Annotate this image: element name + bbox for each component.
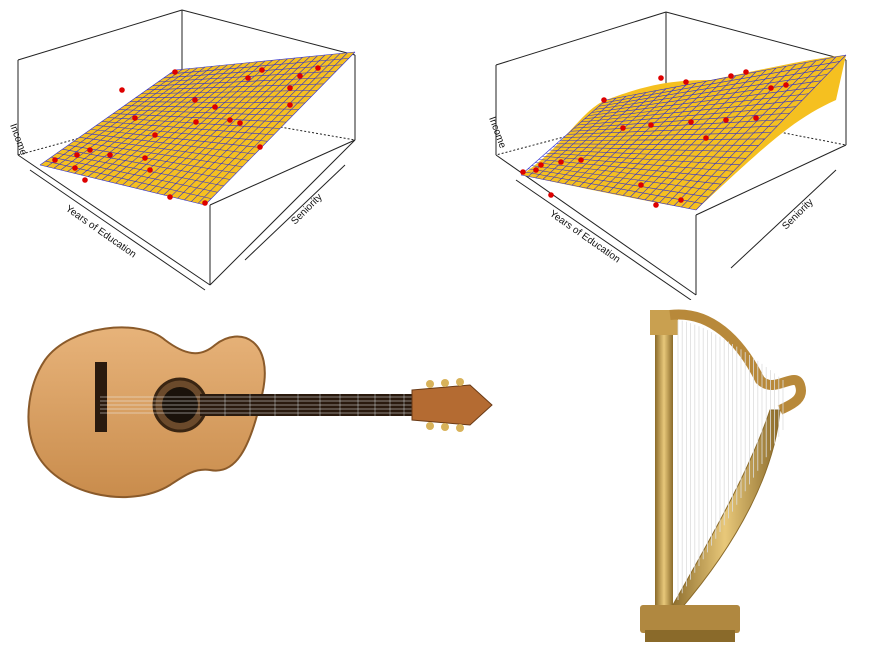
mesh-line xyxy=(152,77,331,87)
data-point xyxy=(142,155,148,161)
data-point xyxy=(245,75,251,81)
surface-smooth xyxy=(521,55,846,210)
data-point xyxy=(192,97,198,103)
plot-smooth-surface: Income Years of Education Seniority xyxy=(441,0,882,301)
data-point xyxy=(257,144,263,150)
plot-smooth-svg: Income Years of Education Seniority xyxy=(486,11,847,301)
data-points xyxy=(520,69,789,208)
mesh-line xyxy=(595,74,828,110)
y-axis-label: Seniority xyxy=(289,192,324,227)
data-point xyxy=(723,117,729,123)
data-points xyxy=(52,65,321,206)
data-point xyxy=(227,117,233,123)
data-point xyxy=(82,177,88,183)
surface-plane xyxy=(40,52,355,205)
mesh-line xyxy=(197,52,348,204)
data-point xyxy=(132,115,138,121)
data-point xyxy=(107,152,113,158)
data-point xyxy=(578,157,584,163)
mesh-line xyxy=(598,67,834,107)
z-axis-label: Income xyxy=(486,115,508,150)
data-point xyxy=(520,169,526,175)
surface-mesh xyxy=(520,54,847,211)
data-point xyxy=(72,165,78,171)
harp-icon xyxy=(640,309,806,642)
mesh-line xyxy=(688,56,837,209)
mesh-line xyxy=(673,60,817,206)
data-point xyxy=(259,67,265,73)
guitar-icon xyxy=(27,326,493,498)
data-point xyxy=(167,194,173,200)
data-point xyxy=(658,75,664,81)
data-point xyxy=(287,85,293,91)
harp-image xyxy=(600,300,882,655)
data-point xyxy=(287,102,293,108)
y-axis-label: Seniority xyxy=(780,197,815,232)
data-point xyxy=(620,125,626,131)
data-point xyxy=(728,73,734,79)
mesh-line xyxy=(169,58,349,75)
data-point xyxy=(703,135,709,141)
data-point xyxy=(683,79,689,85)
data-point xyxy=(688,119,694,125)
data-point xyxy=(533,167,539,173)
data-point xyxy=(74,152,80,158)
data-point xyxy=(538,162,544,168)
data-point xyxy=(152,132,158,138)
data-point xyxy=(638,182,644,188)
data-point xyxy=(202,200,208,206)
mesh-line xyxy=(695,54,847,211)
data-point xyxy=(119,87,125,93)
axis-arrows xyxy=(515,169,837,301)
plot-linear-surface: Income Years of Education Seniority xyxy=(0,0,441,300)
data-point xyxy=(768,85,774,91)
mesh-line xyxy=(591,80,822,113)
mesh-line xyxy=(191,53,341,202)
data-point xyxy=(172,69,178,75)
data-point xyxy=(52,157,58,163)
data-point xyxy=(653,202,659,208)
mesh-line xyxy=(174,51,356,71)
data-point xyxy=(648,122,654,128)
data-point xyxy=(783,82,789,88)
x-axis-label: Years of Education xyxy=(63,203,138,260)
mesh-line xyxy=(184,54,333,201)
data-point xyxy=(743,69,749,75)
data-point xyxy=(558,159,564,165)
plot-linear-svg: Income Years of Education Seniority xyxy=(7,9,356,291)
z-axis-label: Income xyxy=(7,122,29,157)
mesh-line xyxy=(204,51,356,206)
mesh-line xyxy=(681,58,827,208)
axis-arrows xyxy=(29,164,346,291)
data-point xyxy=(212,104,218,110)
data-point xyxy=(678,197,684,203)
surface-mesh xyxy=(39,51,356,206)
data-point xyxy=(753,115,759,121)
data-point xyxy=(315,65,321,71)
mesh-line xyxy=(163,64,343,79)
data-point xyxy=(147,167,153,173)
data-point xyxy=(87,147,93,153)
data-point xyxy=(297,73,303,79)
mesh-line xyxy=(605,54,847,101)
data-point xyxy=(548,192,554,198)
data-point xyxy=(193,119,199,125)
guitar-image xyxy=(0,300,520,655)
mesh-line xyxy=(602,61,840,104)
data-point xyxy=(237,120,243,126)
data-point xyxy=(601,97,607,103)
